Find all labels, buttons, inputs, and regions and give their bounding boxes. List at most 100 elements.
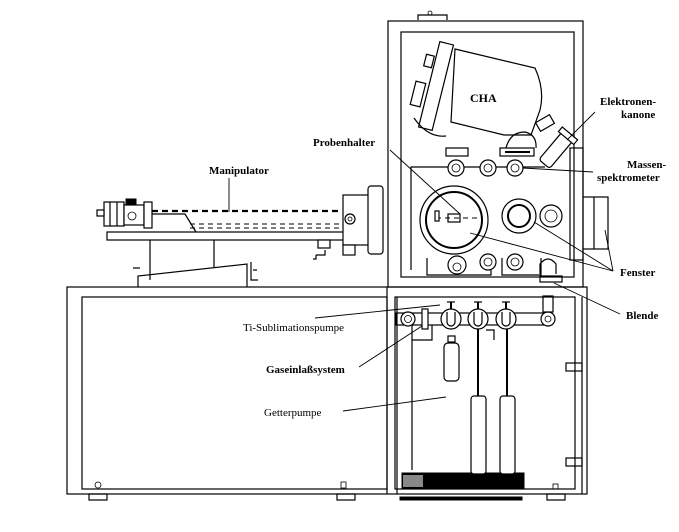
gas-inlet-valve-core xyxy=(404,315,412,323)
cha-port-small xyxy=(422,53,436,69)
label-elektronenkanone-line2: kanone xyxy=(621,109,655,121)
leader-probenhalter xyxy=(389,149,461,215)
side-tab xyxy=(565,457,583,467)
inner-pipe xyxy=(411,325,433,470)
label-probenhalter: Probenhalter xyxy=(313,137,375,149)
main-chamber xyxy=(387,10,609,288)
leader-fenster-3 xyxy=(604,229,614,272)
label-massenspektrometer-line1: Massen- xyxy=(627,159,666,171)
upper-port-1 xyxy=(445,147,469,177)
leader-ti-sublimationspumpe xyxy=(314,304,441,319)
motor-knob xyxy=(96,209,105,217)
bolt-marker xyxy=(94,481,102,489)
sample-window-outer xyxy=(419,185,489,255)
cha-flange-plate xyxy=(417,40,455,132)
valve-3 xyxy=(495,301,517,330)
port-core xyxy=(510,163,520,173)
label-manipulator: Manipulator xyxy=(209,165,269,177)
lower-port xyxy=(479,253,497,271)
valve-handle xyxy=(473,312,483,327)
manipulator-rotary xyxy=(344,213,356,225)
valve-1 xyxy=(440,301,462,330)
support-wedge xyxy=(137,263,248,287)
sample-holder-clip xyxy=(434,210,440,222)
port-cap xyxy=(445,147,469,157)
labels: CHA Elektronen- kanone Massen- spektrome… xyxy=(209,91,666,419)
getter-pump-cylinder xyxy=(470,395,487,475)
cha-port xyxy=(409,80,427,108)
label-massenspektrometer-line2: spektrometer xyxy=(597,172,660,184)
label-elektronenkanone-line1: Elektronen- xyxy=(600,96,656,108)
manipulator-rotary-core xyxy=(347,216,353,222)
lower-port-core xyxy=(483,257,493,267)
port-ring xyxy=(447,159,465,177)
head-dial xyxy=(127,211,137,221)
chamber-inner xyxy=(400,31,575,278)
manipulator-motor xyxy=(103,201,125,227)
cha-arc xyxy=(413,117,447,137)
window-port-small-core xyxy=(544,209,558,223)
cha-analyzer-body xyxy=(450,48,543,136)
upper-port-2 xyxy=(479,159,497,177)
bolt-marker xyxy=(340,481,347,489)
top-handle xyxy=(417,14,448,20)
bolt-marker xyxy=(552,483,559,490)
electron-gun xyxy=(539,126,579,168)
valve-handle xyxy=(501,312,511,327)
manipulator-valve xyxy=(317,239,331,249)
label-fenster: Fenster xyxy=(620,267,656,279)
head-knob xyxy=(125,198,137,206)
stage-frame xyxy=(410,166,545,270)
window-port-small xyxy=(539,204,563,228)
lower-port-core xyxy=(452,262,462,272)
valve-handle xyxy=(446,312,456,327)
leader-lines xyxy=(228,111,621,412)
lens-dome xyxy=(505,131,537,149)
pump-base-hatch xyxy=(403,475,423,487)
port-core xyxy=(451,163,461,173)
label-gaseinlasssystem: Gaseinlaßsystem xyxy=(266,364,345,376)
elbow-fitting xyxy=(540,311,556,327)
valve-2 xyxy=(467,301,489,330)
right-rail xyxy=(569,147,584,261)
cabinet-outer xyxy=(66,286,588,495)
upper-port-3 xyxy=(506,159,524,177)
sample-bottle xyxy=(443,342,460,382)
port-core xyxy=(483,163,493,173)
pump-section xyxy=(395,295,556,475)
top-handle-knob xyxy=(427,10,433,16)
lower-port xyxy=(447,255,467,275)
wedge-clamp xyxy=(250,262,258,281)
leader-elektronenkanone xyxy=(566,111,596,141)
blende-plate xyxy=(539,275,563,283)
sample-window-inner xyxy=(425,191,483,249)
elbow-fitting-core xyxy=(544,315,552,323)
window-port-outer xyxy=(501,198,537,234)
side-tab xyxy=(565,362,583,372)
port-ring xyxy=(506,159,524,177)
manipulator-flange xyxy=(143,201,153,229)
leader-gaseinlasssystem xyxy=(358,325,423,368)
cha-output-port xyxy=(534,113,556,133)
leader-fenster-1 xyxy=(469,232,614,272)
stage-foot xyxy=(501,258,542,276)
leader-massenspektrometer xyxy=(522,167,594,173)
manipulator-handle xyxy=(313,250,326,260)
pump-base-strip xyxy=(399,496,523,501)
label-cha: CHA xyxy=(470,91,497,105)
foot xyxy=(88,493,108,501)
label-getterpumpe: Getterpumpe xyxy=(264,407,322,419)
label-blende: Blende xyxy=(626,310,659,322)
inner-pipe xyxy=(486,329,495,340)
getter-pump-cylinder xyxy=(499,395,516,475)
base-cabinet xyxy=(66,286,588,501)
blende-housing xyxy=(539,258,557,274)
label-ti-sublimationspumpe: Ti-Sublimationspumpe xyxy=(243,322,344,334)
leader-getterpumpe xyxy=(342,396,447,412)
pump-base-block xyxy=(401,472,525,490)
riser-pipe xyxy=(542,295,554,313)
lower-port xyxy=(506,253,524,271)
leader-blende xyxy=(553,282,621,315)
foot xyxy=(546,493,566,501)
